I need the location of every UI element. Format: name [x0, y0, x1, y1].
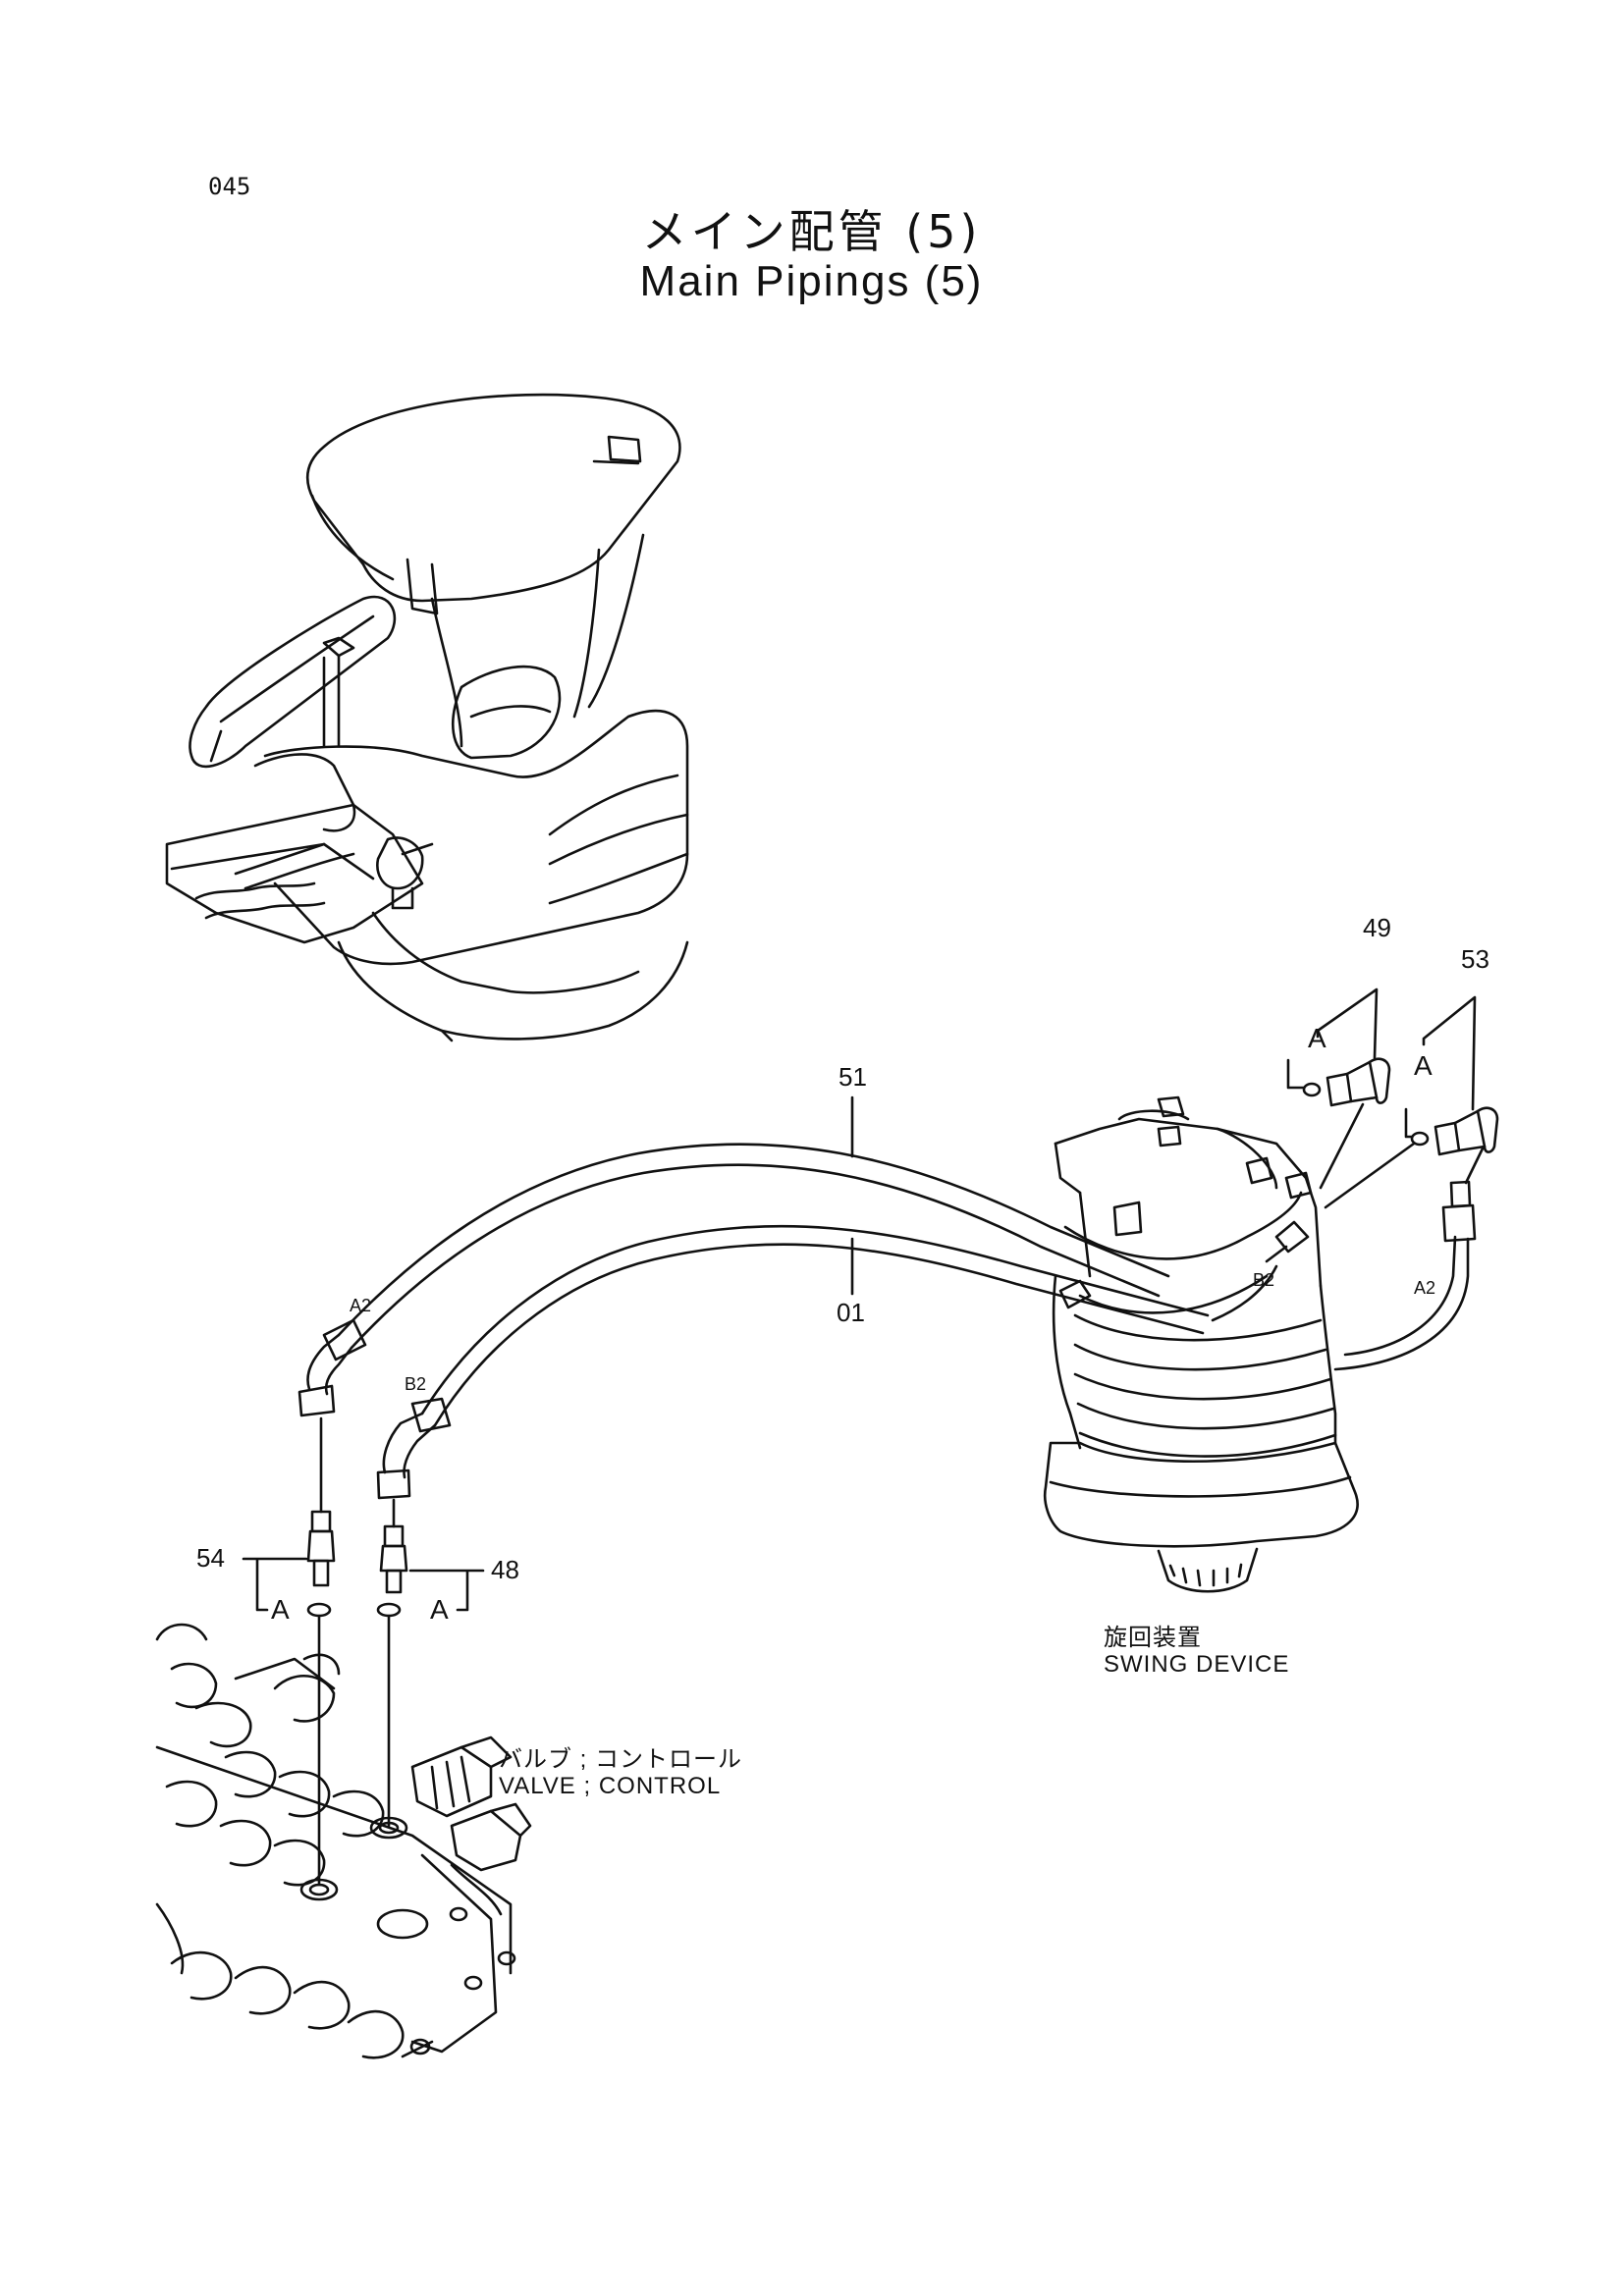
callout-51: 51 [839, 1062, 867, 1092]
callout-48: 48 [491, 1555, 519, 1584]
fitting-53-drawing [1404, 1106, 1499, 1156]
page-number: 045 [208, 173, 251, 200]
callout-53: 53 [1461, 944, 1489, 974]
swing-device-illustration [1043, 1095, 1359, 1593]
detail-letter-a-54: A [271, 1594, 290, 1625]
control-valve-illustration [155, 1623, 532, 2059]
port-label-a2-right: A2 [1414, 1278, 1436, 1298]
swing-device-caption-english: SWING DEVICE [1104, 1651, 1290, 1678]
fitting-54-drawing [306, 1416, 336, 1587]
excavator-overview-illustration [165, 393, 689, 1042]
callout-48-bracket [408, 1569, 485, 1612]
detail-letter-a-53: A [1414, 1050, 1433, 1081]
fitting-49-drawing [1286, 1057, 1391, 1107]
port-label-a2-left: A2 [350, 1296, 372, 1315]
callout-49-bracket [1316, 988, 1379, 1060]
o-ring-54 [306, 1602, 332, 1618]
control-valve-caption-english: VALVE ; CONTROL [499, 1773, 722, 1799]
callout-49: 49 [1363, 913, 1391, 942]
leader-53-to-hose [1464, 1147, 1485, 1185]
o-ring-48 [376, 1602, 402, 1618]
callout-01: 01 [837, 1298, 865, 1327]
swing-device-caption-japanese: 旋回装置 [1104, 1625, 1202, 1651]
detail-letter-a-49: A [1308, 1023, 1326, 1053]
leader-49-to-swing [1319, 1102, 1365, 1190]
port-label-b2-right: B2 [1253, 1270, 1275, 1290]
control-valve-caption-japanese: バルブ ; コントロール [499, 1746, 743, 1773]
detail-letter-a-48: A [430, 1594, 449, 1625]
page-title-english: Main Pipings (5) [639, 257, 984, 305]
port-label-b2-left: B2 [405, 1374, 427, 1394]
callout-54: 54 [196, 1543, 225, 1573]
fitting-48-drawing [379, 1498, 408, 1594]
callout-54-bracket [242, 1557, 308, 1612]
pipes-51-01 [298, 1143, 1477, 1500]
leader-53-to-swing [1324, 1142, 1416, 1209]
callout-53-bracket [1422, 995, 1477, 1111]
page-title-japanese: メイン配管 (5) [641, 205, 982, 258]
